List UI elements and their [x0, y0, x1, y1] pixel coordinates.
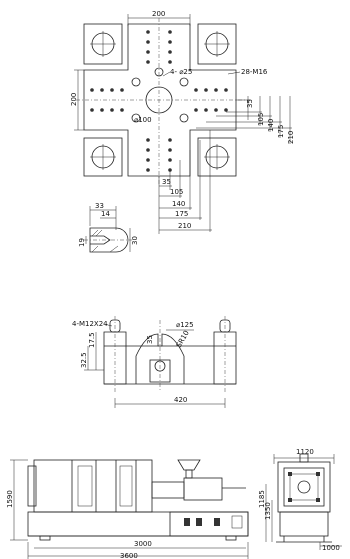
- ejector-dim-19: 19: [78, 238, 86, 247]
- machine-end-view: 1120 1185 1350 1000: [258, 448, 342, 552]
- nozzle-dia-label: ⌀125: [176, 321, 194, 329]
- right-dim-175: 175: [277, 125, 285, 138]
- center-hole-label: 4- ⌀25: [170, 68, 192, 76]
- bottom-dim-35: 35: [162, 178, 171, 186]
- bottom-dim-210: 210: [178, 222, 191, 230]
- right-dim-105: 105: [257, 113, 265, 126]
- ejector-detail: 33 14 19 30: [78, 202, 139, 253]
- machine-len-3600: 3600: [120, 552, 138, 559]
- machine-height-1590: 1590: [6, 490, 14, 508]
- ejector-dim-30: 30: [131, 236, 139, 245]
- dim-left-200: 200: [70, 93, 78, 106]
- end-width-1120: 1120: [296, 448, 314, 456]
- side-dim-17-5: 17.5: [88, 332, 96, 348]
- ejector-dim-33: 33: [95, 202, 104, 210]
- side-dim-35: 35: [146, 335, 154, 344]
- bottom-dim-175: 175: [175, 210, 188, 218]
- side-dim-32-5: 32.5: [80, 352, 88, 368]
- machine-elevation: 1590 3000 3600: [6, 459, 249, 559]
- end-height-1185: 1185: [258, 490, 266, 508]
- side-view: 4-M12X24 ⌀125 SR10 35 17.5 32.5 420: [72, 316, 237, 408]
- thread-holes-label: 28-M16: [241, 68, 268, 76]
- platen-view: 200: [70, 10, 295, 234]
- end-height-1350: 1350: [264, 502, 272, 520]
- machine-len-3000: 3000: [134, 540, 152, 548]
- ejector-dim-14: 14: [101, 210, 110, 218]
- center-dia-label: ⌀100: [134, 116, 152, 124]
- bottom-dim-105: 105: [170, 188, 183, 196]
- right-dim-140: 140: [267, 119, 275, 132]
- side-dim-420: 420: [174, 396, 187, 404]
- dim-top-200: 200: [152, 10, 165, 18]
- right-dim-35: 35: [246, 99, 254, 108]
- end-foot-1000: 1000: [322, 544, 340, 552]
- bottom-dim-140: 140: [172, 200, 185, 208]
- bolt-label: 4-M12X24: [72, 320, 108, 328]
- right-dim-210: 210: [287, 131, 295, 144]
